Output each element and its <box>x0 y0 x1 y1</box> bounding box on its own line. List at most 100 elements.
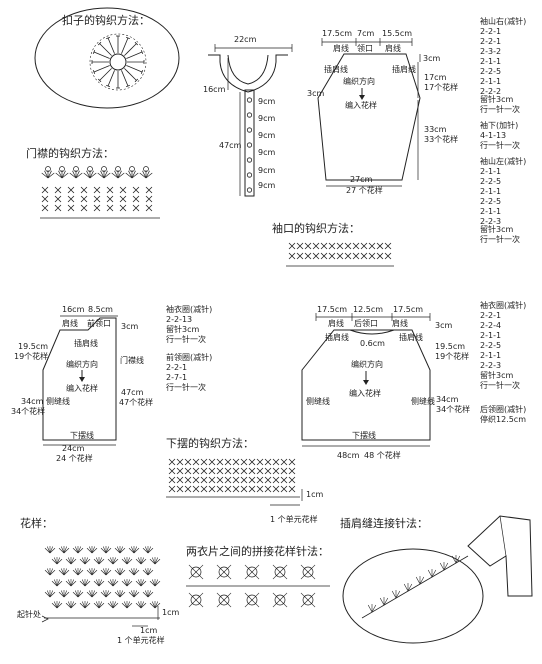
pattern-fan-stroke <box>49 568 54 576</box>
cuff-method-panel: 袖口的钩织方法： <box>272 221 394 267</box>
placket-x <box>132 186 140 194</box>
shoulder-stitch <box>431 569 437 578</box>
placket-petal <box>145 172 153 179</box>
sleeve-dir-label: 编织方向 <box>343 76 375 86</box>
pattern-fan-stroke <box>114 569 121 576</box>
pattern-fan-stroke <box>142 547 149 554</box>
pattern-fan-stroke <box>102 546 107 554</box>
sleeve-capl-list: 2-1-12-2-52-1-12-2-52-1-12-2-3 <box>480 167 501 226</box>
pattern-fan-stroke <box>65 558 72 565</box>
pattern-fan-stroke <box>105 591 112 598</box>
hem-x <box>168 476 176 484</box>
collar-inner <box>227 54 269 85</box>
placket-stitch-chart <box>40 166 160 219</box>
pattern-fan-stroke <box>147 591 154 598</box>
button-spoke-cap <box>134 78 139 83</box>
placket-petal <box>128 170 133 179</box>
hem-x <box>272 467 280 475</box>
back-arm-item: 2-1-1 <box>480 351 501 360</box>
pattern-fan-stroke <box>63 547 70 554</box>
front-arm-2: 留针3cm <box>166 324 199 334</box>
cuff-x <box>288 252 296 260</box>
join-spoke <box>307 592 316 601</box>
hem-x <box>248 476 256 484</box>
placket-x <box>132 195 140 203</box>
shoulder-oval <box>342 548 484 644</box>
pattern-fan-stroke <box>63 590 68 598</box>
pattern-fan-stroke <box>60 590 65 598</box>
placket-x <box>80 186 88 194</box>
pattern-fan-stroke <box>112 601 117 609</box>
pattern-fan-stroke <box>137 601 142 609</box>
placket-bud <box>87 166 93 172</box>
join-spoke <box>216 592 225 601</box>
pattern-fan-stroke <box>84 602 91 609</box>
pattern-fan-stroke <box>70 602 77 609</box>
back-shoulder: 肩线 <box>328 318 344 328</box>
join-spoke <box>251 564 260 573</box>
back-dir: 编织方向 <box>351 359 383 369</box>
pattern-fan-stroke <box>114 547 121 554</box>
back-top-w3: 17.5cm <box>393 305 423 314</box>
pattern-fan-stroke <box>105 590 110 598</box>
pattern-fan-stroke <box>130 590 135 598</box>
pattern-fan-stroke <box>56 557 61 565</box>
shoulder-stitch <box>403 583 409 592</box>
pattern-fan-stroke <box>149 558 156 565</box>
pattern-fan-stroke <box>98 558 105 565</box>
pattern-fan-stroke <box>102 568 107 576</box>
sleeve-bottom-w: 27cm <box>350 175 373 184</box>
pattern-fan-stroke <box>46 546 51 554</box>
join-spoke <box>300 592 309 601</box>
hem-x <box>184 485 192 493</box>
join-spoke <box>188 592 197 601</box>
hem-x <box>192 476 200 484</box>
sleeve-under-2: 行一针一次 <box>480 140 520 150</box>
placket-x <box>80 195 88 203</box>
join-spoke <box>195 599 204 608</box>
pattern-fan-stroke <box>109 601 114 609</box>
join-spoke <box>244 571 253 580</box>
placket-x <box>67 195 75 203</box>
pattern-fan-stroke <box>112 557 117 565</box>
shoulder-stitch <box>415 576 421 585</box>
join-ring <box>274 594 286 606</box>
hem-x <box>168 485 176 493</box>
shoulder-method-title: 插肩缝连接针法： <box>340 516 428 530</box>
join-spoke <box>223 564 232 573</box>
placket-petal <box>58 170 63 179</box>
pattern-fan-stroke <box>88 590 93 598</box>
pattern-fan-stroke <box>151 579 156 587</box>
back-arm-item: 2-2-4 <box>480 321 501 330</box>
placket-petal <box>131 170 136 179</box>
pattern-fan-stroke <box>63 591 70 598</box>
pattern-fan-stroke <box>123 601 128 609</box>
join-spoke <box>188 571 197 580</box>
hem-x <box>184 458 192 466</box>
join-spoke <box>279 571 288 580</box>
front-notes: 袖衣圈(减针) 2-2-13 留针3cm 行一针一次 前领圈(减针) 2-2-1… <box>166 304 212 392</box>
button-spoke <box>99 43 112 56</box>
hem-x <box>256 467 264 475</box>
pattern-fan-stroke <box>65 580 72 587</box>
front-neck-2: 2-7-1 <box>166 373 187 382</box>
join-spoke <box>251 592 260 601</box>
pattern-fan-stroke <box>154 558 161 565</box>
sleeve-cap-title: 袖山右(减针) <box>480 16 526 26</box>
hem-x <box>176 476 184 484</box>
pattern-fan-stroke <box>109 557 114 565</box>
join-spoke <box>195 571 204 580</box>
cuff-x <box>296 242 304 250</box>
pattern-fan-stroke <box>154 579 159 587</box>
front-left-p2: 34个花样 <box>11 406 45 416</box>
button-spoke-cap <box>125 84 130 88</box>
pattern-fan-stroke <box>58 591 65 598</box>
cuff-x <box>336 252 344 260</box>
hem-x <box>256 485 264 493</box>
back-arm-item: 行一针一次 <box>480 380 520 390</box>
join-spoke <box>272 592 281 601</box>
pattern-fan-stroke <box>67 601 72 609</box>
sleeve-capl-rest2: 行一针一次 <box>480 234 520 244</box>
button-spoke <box>107 70 115 87</box>
pattern-fan-stroke <box>126 557 131 565</box>
